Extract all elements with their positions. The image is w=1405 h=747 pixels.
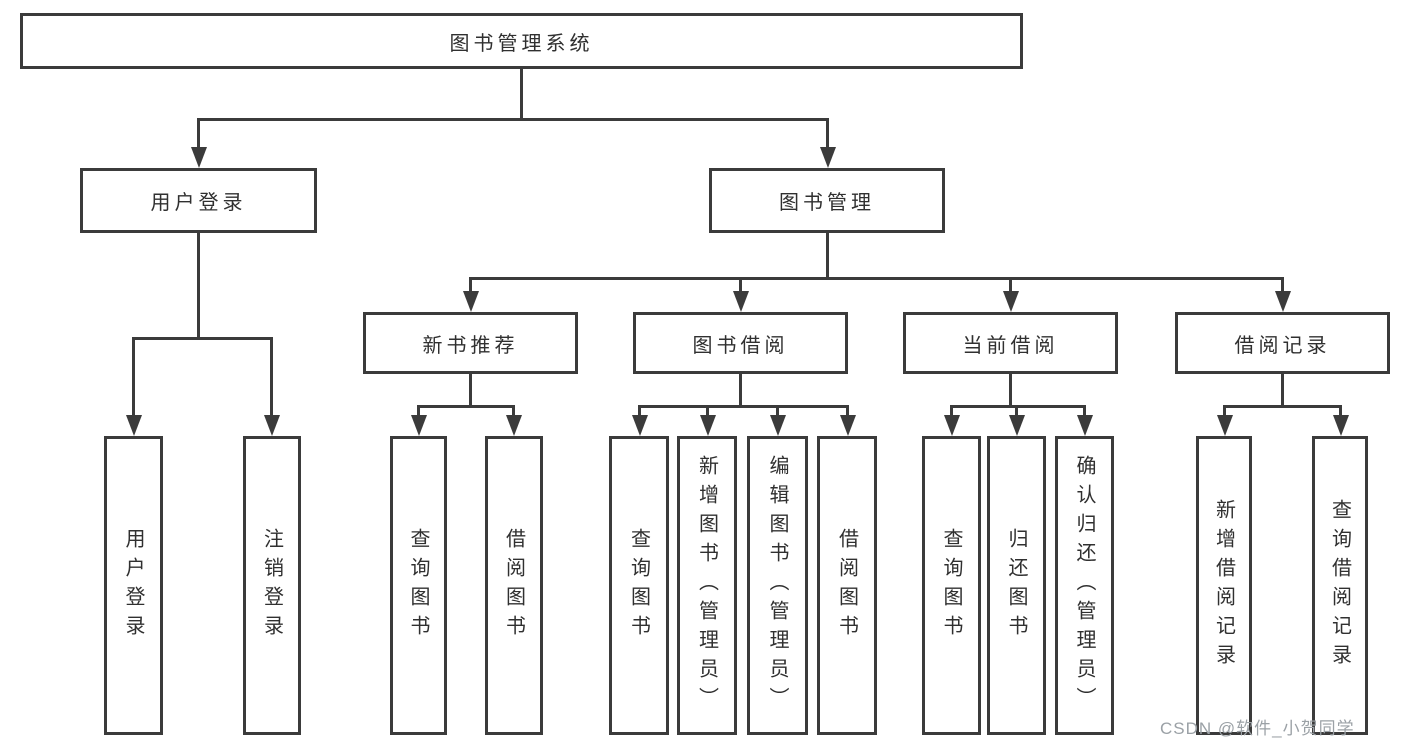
node-user-login: 用户登录 bbox=[80, 168, 317, 233]
node-current-borrow: 当前借阅 bbox=[903, 312, 1118, 374]
connector-g3-stem4 bbox=[846, 405, 849, 418]
arrow-book-mgmt-icon bbox=[820, 147, 836, 168]
arrow-g3-leaf4-icon bbox=[840, 415, 856, 436]
connector-stem-leaf-login bbox=[132, 337, 135, 418]
leaf-return-book: 归还图书 bbox=[987, 436, 1046, 735]
leaf-add-book-admin: 新增图书（管理员） bbox=[677, 436, 737, 735]
connector-stem-new-book bbox=[469, 277, 472, 294]
connector-g3-stem bbox=[739, 374, 742, 408]
leaf-confirm-return-admin: 确认归还（管理员） bbox=[1055, 436, 1114, 735]
arrow-new-book-icon bbox=[463, 291, 479, 312]
connector-g2-stem bbox=[469, 374, 472, 408]
node-root: 图书管理系统 bbox=[20, 13, 1023, 69]
connector-userlogin-bar bbox=[132, 337, 273, 340]
connector-stem-book-borrow bbox=[739, 277, 742, 294]
connector-stem-user-login bbox=[197, 118, 200, 150]
connector-stem-leaf-logout bbox=[270, 337, 273, 418]
connector-g3-bar bbox=[638, 405, 849, 408]
connector-root-stem bbox=[520, 69, 523, 121]
leaf-borrow-book: 借阅图书 bbox=[817, 436, 877, 735]
leaf-borrow-query-book: 查询图书 bbox=[609, 436, 669, 735]
leaf-query-borrow-record: 查询借阅记录 bbox=[1312, 436, 1368, 735]
connector-g4-stem1 bbox=[950, 405, 953, 418]
arrow-g3-leaf2-icon bbox=[700, 415, 716, 436]
leaf-current-query-book: 查询图书 bbox=[922, 436, 981, 735]
node-new-book-recommend: 新书推荐 bbox=[363, 312, 578, 374]
arrow-g4-leaf2-icon bbox=[1009, 415, 1025, 436]
arrow-g2-leaf2-icon bbox=[506, 415, 522, 436]
leaf-recommend-query-book: 查询图书 bbox=[390, 436, 447, 735]
connector-g4-stem bbox=[1009, 374, 1012, 408]
connector-g4-bar bbox=[950, 405, 1086, 408]
connector-g3-stem2 bbox=[706, 405, 709, 418]
leaf-edit-book-admin: 编辑图书（管理员） bbox=[747, 436, 808, 735]
arrow-borrow-record-icon bbox=[1275, 291, 1291, 312]
connector-g4-stem2 bbox=[1015, 405, 1018, 418]
connector-g2-bar bbox=[417, 405, 515, 408]
connector-userlogin-stem bbox=[197, 233, 200, 340]
connector-g2-stem1 bbox=[417, 405, 420, 418]
connector-stem-borrow-record bbox=[1281, 277, 1284, 294]
connector-stem-book-mgmt bbox=[826, 118, 829, 150]
connector-g3-stem3 bbox=[776, 405, 779, 418]
connector-bookmgmt-bar bbox=[469, 277, 1284, 280]
arrow-g5-leaf1-icon bbox=[1217, 415, 1233, 436]
arrow-g2-leaf1-icon bbox=[411, 415, 427, 436]
leaf-logout: 注销登录 bbox=[243, 436, 301, 735]
connector-g5-stem2 bbox=[1339, 405, 1342, 418]
arrow-leaf-logout-icon bbox=[264, 415, 280, 436]
connector-g5-bar bbox=[1223, 405, 1342, 408]
connector-stem-current-borrow bbox=[1009, 277, 1012, 294]
connector-root-bar bbox=[197, 118, 829, 121]
node-borrow-record: 借阅记录 bbox=[1175, 312, 1390, 374]
connector-g2-stem2 bbox=[512, 405, 515, 418]
arrow-leaf-login-icon bbox=[126, 415, 142, 436]
node-book-management: 图书管理 bbox=[709, 168, 945, 233]
arrow-current-borrow-icon bbox=[1003, 291, 1019, 312]
arrow-user-login-icon bbox=[191, 147, 207, 168]
connector-g5-stem bbox=[1281, 374, 1284, 408]
leaf-recommend-borrow-book: 借阅图书 bbox=[485, 436, 543, 735]
connector-bookmgmt-stem bbox=[826, 233, 829, 280]
arrow-g3-leaf3-icon bbox=[770, 415, 786, 436]
leaf-user-login: 用户登录 bbox=[104, 436, 163, 735]
csdn-watermark: CSDN @软件_小贺同学 bbox=[1160, 719, 1355, 738]
arrow-g5-leaf2-icon bbox=[1333, 415, 1349, 436]
node-book-borrow: 图书借阅 bbox=[633, 312, 848, 374]
leaf-add-borrow-record: 新增借阅记录 bbox=[1196, 436, 1252, 735]
arrow-g4-leaf3-icon bbox=[1077, 415, 1093, 436]
arrow-book-borrow-icon bbox=[733, 291, 749, 312]
connector-g3-stem1 bbox=[638, 405, 641, 418]
connector-g4-stem3 bbox=[1083, 405, 1086, 418]
arrow-g4-leaf1-icon bbox=[944, 415, 960, 436]
arrow-g3-leaf1-icon bbox=[632, 415, 648, 436]
connector-g5-stem1 bbox=[1223, 405, 1226, 418]
